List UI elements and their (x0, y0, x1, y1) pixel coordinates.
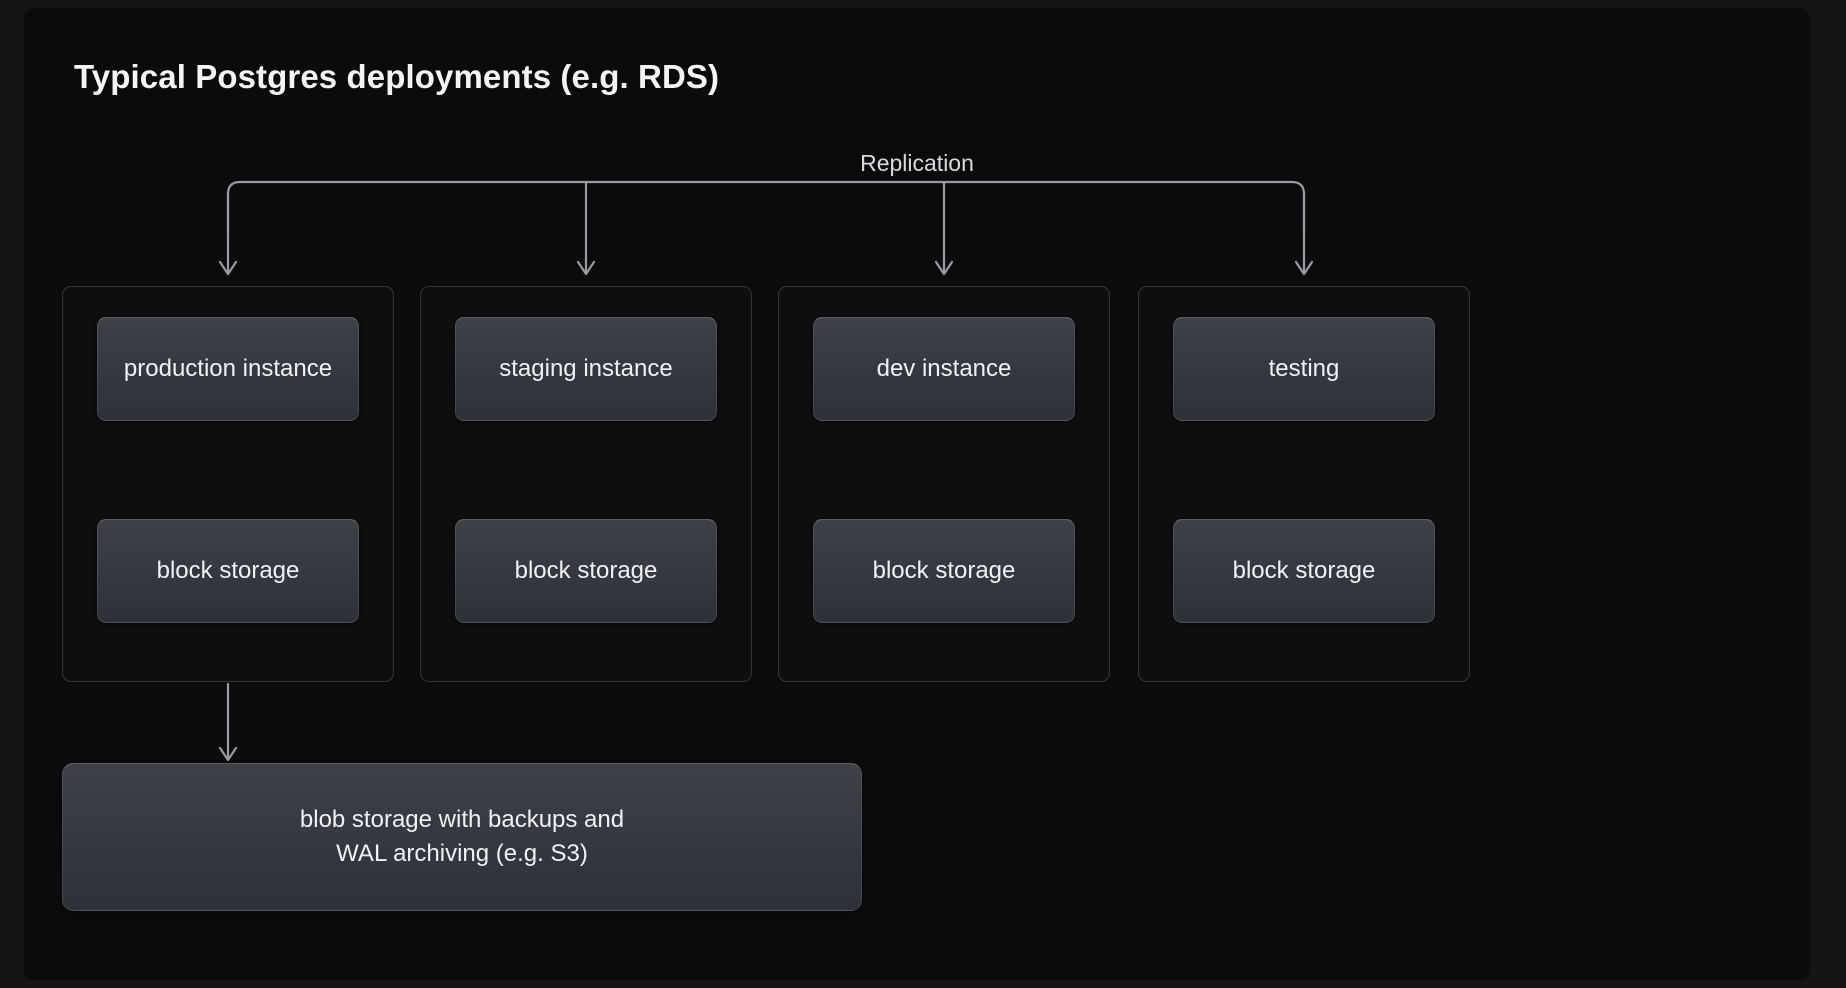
environment-panel-dev[interactable]: dev instance block storage (778, 286, 1110, 682)
diagram-canvas: Typical Postgres deployments (e.g. RDS) … (24, 8, 1810, 980)
replication-bus (226, 180, 1306, 235)
environment-panel-staging[interactable]: staging instance block storage (420, 286, 752, 682)
node-blob-storage[interactable]: blob storage with backups and WAL archiv… (62, 763, 862, 911)
node-dev-block-storage[interactable]: block storage (813, 519, 1075, 623)
backup-arrow-head (218, 746, 238, 762)
node-staging-block-storage[interactable]: block storage (455, 519, 717, 623)
environment-panel-production[interactable]: production instance block storage (62, 286, 394, 682)
node-testing-block-storage[interactable]: block storage (1173, 519, 1435, 623)
replication-label: Replication (860, 150, 974, 176)
replication-arrow-testing-head (1294, 260, 1314, 276)
node-production-block-storage[interactable]: block storage (97, 519, 359, 623)
page-title: Typical Postgres deployments (e.g. RDS) (74, 58, 720, 95)
node-production-instance[interactable]: production instance (97, 317, 359, 421)
environment-panel-testing[interactable]: testing block storage (1138, 286, 1470, 682)
replication-arrow-dev-head (934, 260, 954, 276)
replication-arrow-production-head (218, 260, 238, 276)
node-testing-instance[interactable]: testing (1173, 317, 1435, 421)
node-staging-instance[interactable]: staging instance (455, 317, 717, 421)
replication-arrow-staging-head (576, 260, 596, 276)
node-dev-instance[interactable]: dev instance (813, 317, 1075, 421)
